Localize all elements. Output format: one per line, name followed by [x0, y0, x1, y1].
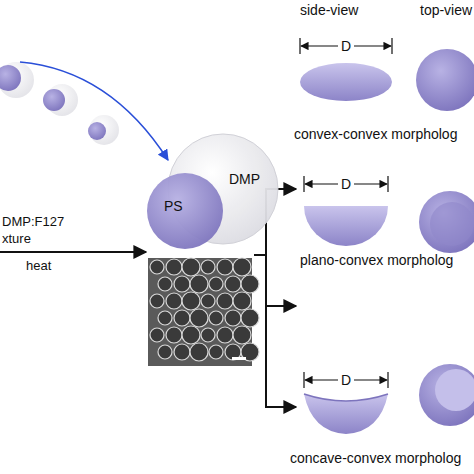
process-label: heat [26, 258, 51, 273]
top-view-inner [435, 369, 474, 411]
ps-droplet: PS [146, 172, 224, 250]
merge-arrow [20, 62, 168, 160]
view-heading: side-view [300, 2, 358, 18]
dimension-label: D [341, 372, 351, 388]
morphology-label: concave-convex morpholog [290, 450, 461, 466]
droplet-label: DMP [229, 171, 260, 187]
top-view-inner [430, 202, 474, 246]
plano-convex-lens [304, 206, 388, 246]
convex-lens [300, 63, 392, 101]
concave-convex-lens [304, 394, 388, 434]
droplet-label: PS [164, 198, 183, 214]
lens-edge [304, 394, 388, 401]
dimension-lines [300, 38, 392, 388]
morphology-label: convex-convex morpholog [294, 126, 457, 142]
view-heading: top-view [420, 2, 472, 18]
dimension-label: D [341, 38, 351, 54]
process-label: xture [2, 231, 31, 246]
top-view-disc [419, 191, 474, 253]
process-arrow [0, 251, 146, 253]
droplet-outline [146, 172, 224, 250]
top-view-disc [416, 49, 474, 111]
process-label: DMP:F127 [2, 214, 64, 229]
micrograph [148, 258, 259, 366]
dimension-label: D [341, 176, 351, 192]
top-view-disc [419, 364, 474, 426]
morphology-label: plano-convex morpholog [300, 252, 453, 268]
small-spheres [0, 62, 119, 145]
